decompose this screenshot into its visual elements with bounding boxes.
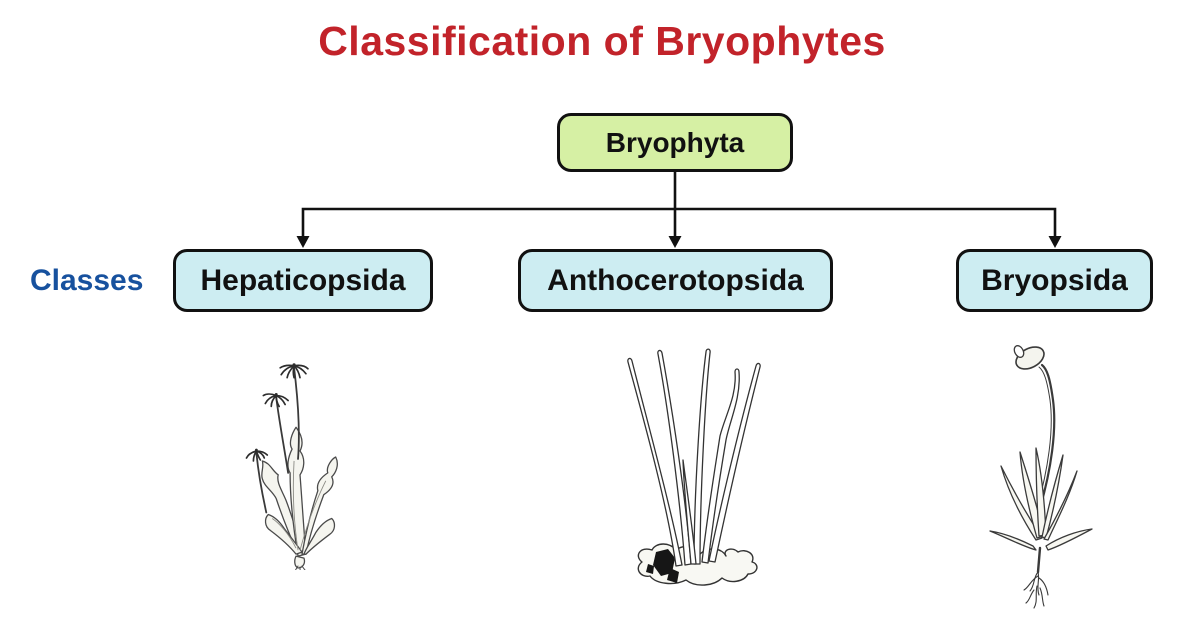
arrowhead-middle-icon <box>668 236 682 248</box>
anthocerotopsida-hornwort-illustration <box>598 340 788 590</box>
hepaticopsida-liverwort-illustration <box>236 342 366 570</box>
class-node-label: Hepaticopsida <box>200 263 406 297</box>
class-node-label: Bryopsida <box>981 263 1128 297</box>
class-node-label: Anthocerotopsida <box>547 263 804 297</box>
classes-row-label: Classes <box>30 264 144 297</box>
moss-capsule <box>1013 345 1045 370</box>
liverwort-sketch-icon <box>245 363 338 570</box>
arrowhead-right-icon <box>1048 236 1062 248</box>
root-node-label: Bryophyta <box>605 126 745 158</box>
umbrella-head-3 <box>245 450 269 462</box>
diagram-title: Classification of Bryophytes <box>318 18 886 64</box>
umbrella-head-1 <box>279 364 309 379</box>
root-node-bryophyta: Bryophyta <box>557 113 793 172</box>
bryopsida-moss-illustration <box>976 338 1118 624</box>
hornwort-sketch-icon <box>627 348 761 586</box>
arrowhead-left-icon <box>296 236 310 248</box>
class-node-bryopsida: Bryopsida <box>956 249 1153 312</box>
class-node-hepaticopsida: Hepaticopsida <box>173 249 433 312</box>
class-node-anthocerotopsida: Anthocerotopsida <box>518 249 833 312</box>
connector-branch-line <box>301 207 1057 240</box>
moss-sketch-icon <box>989 345 1093 609</box>
